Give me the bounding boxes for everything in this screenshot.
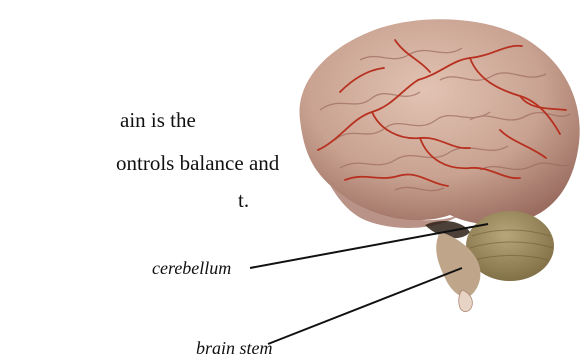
brain-stem-label: brain stem bbox=[196, 338, 273, 359]
cerebrum-shape bbox=[300, 19, 580, 224]
cerebellum-label: cerebellum bbox=[152, 258, 231, 279]
brain-stem-leader-line bbox=[268, 268, 462, 344]
